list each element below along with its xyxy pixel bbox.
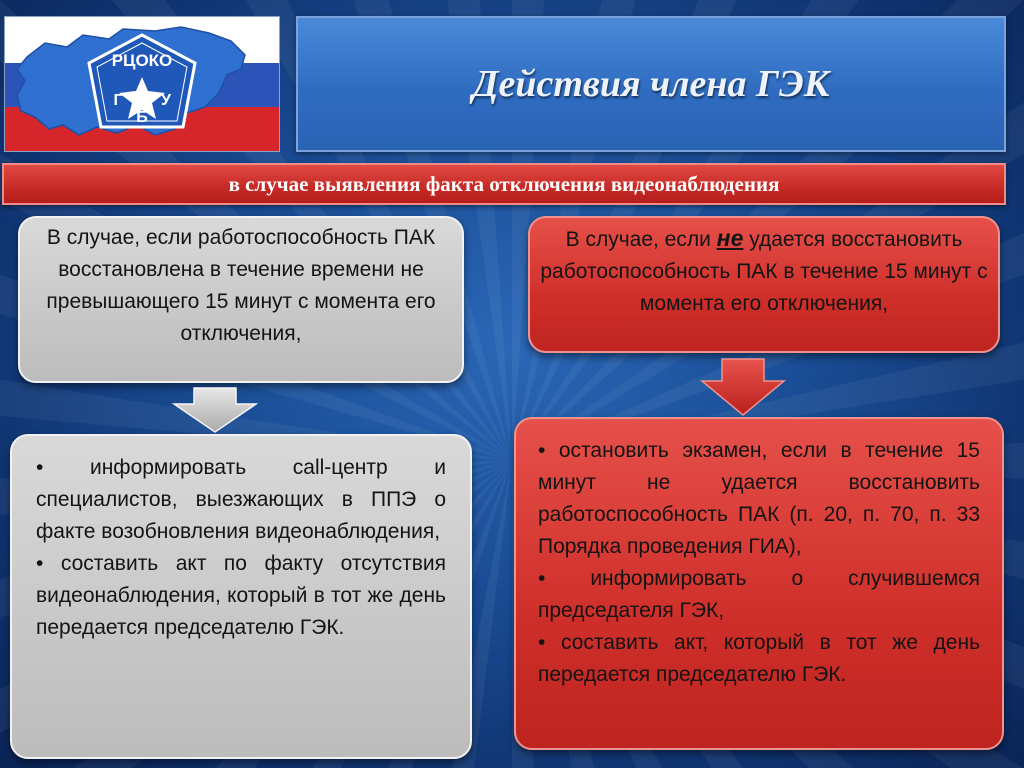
rtsoko-logo: РЦОКО Г У Б <box>4 16 280 152</box>
list-item: составить акт по факту отсутствия видеон… <box>36 548 446 644</box>
list-item: остановить экзамен, если в течение 15 ми… <box>538 435 980 563</box>
russia-map-flag-logo: РЦОКО Г У Б <box>5 17 279 151</box>
right-actions-box: остановить экзамен, если в течение 15 ми… <box>514 417 1004 750</box>
page-title: Действия члена ГЭК <box>472 63 830 105</box>
logo-text: РЦОКО <box>112 51 173 70</box>
right-condition-after: удается восстановить работоспособность П… <box>540 228 988 315</box>
logo-letter-b: Б <box>136 109 148 126</box>
logo-letter-u: У <box>161 92 172 109</box>
list-item: составить акт, который в тот же день пер… <box>538 627 980 691</box>
down-arrow-icon <box>700 358 786 416</box>
situation-banner: в случае выявления факта отключения виде… <box>2 163 1006 205</box>
list-item: информировать call-центр и специалистов,… <box>36 452 446 548</box>
down-arrow-icon <box>172 387 258 433</box>
right-condition-emphasis: не <box>716 225 744 251</box>
title-panel: Действия члена ГЭК <box>296 16 1006 152</box>
logo-letter-g: Г <box>113 92 122 109</box>
right-condition-before: В случае, если <box>565 228 717 251</box>
left-condition-box: В случае, если работоспособность ПАК вос… <box>18 216 464 383</box>
banner-text: в случае выявления факта отключения виде… <box>228 171 780 196</box>
list-item: информировать о случившемся председателя… <box>538 563 980 627</box>
right-condition-box: В случае, если не удается восстановить р… <box>528 216 1000 353</box>
left-condition-text: В случае, если работоспособность ПАК вос… <box>46 226 436 345</box>
left-actions-box: информировать call-центр и специалистов,… <box>10 434 472 759</box>
